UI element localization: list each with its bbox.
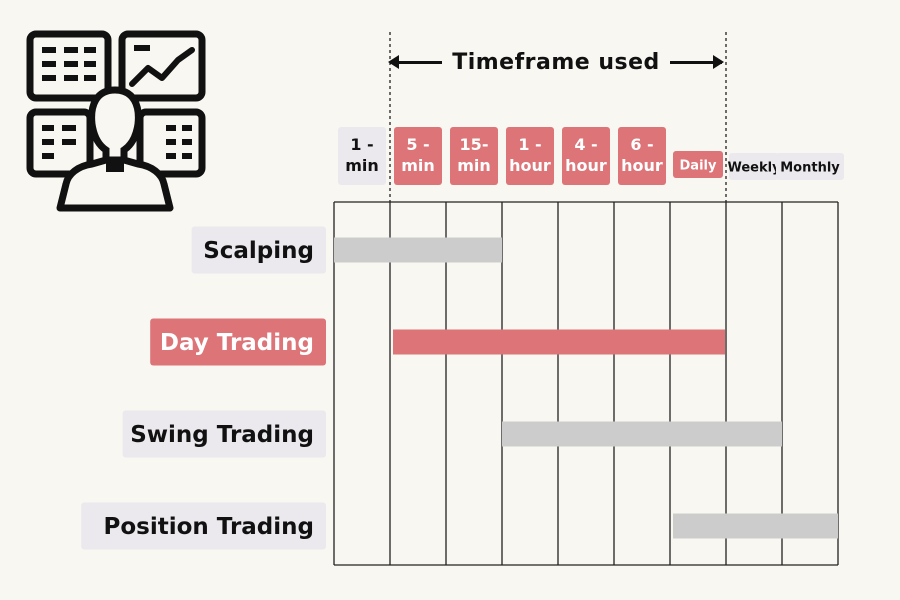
strategy-row: Day Trading: [150, 318, 725, 366]
header-bg: [729, 153, 779, 180]
strategy-row: Swing Trading: [122, 410, 782, 458]
header-label: Daily: [680, 159, 717, 174]
chart-grid: [333, 32, 839, 566]
strategy-label-bg: [191, 226, 326, 274]
header-label: Weekly: [727, 161, 781, 176]
header-label: 1 -min: [345, 135, 379, 175]
header-label: 1 -hour: [509, 135, 551, 175]
timeframe-used-label: Timeframe used: [452, 49, 660, 75]
header-bg: [394, 127, 442, 185]
header-bg: [506, 127, 554, 185]
timeframe-header: Daily: [673, 151, 723, 178]
trader-monitors-icon: [26, 30, 206, 212]
timeframe-header: 6 -hour: [618, 127, 666, 185]
strategy-label-bg: [122, 410, 326, 458]
header-bg: [562, 127, 610, 185]
strategy-label-bg: [81, 502, 326, 550]
strategy-row: Scalping: [191, 226, 502, 274]
header-label: 6 -hour: [621, 135, 663, 175]
header-bg: [338, 127, 386, 185]
arrow-right-icon: [669, 54, 725, 69]
timeframe-header: 4 -hour: [562, 127, 610, 185]
header-label: Monthly: [780, 161, 840, 176]
timeframe-header: 1 -hour: [506, 127, 554, 185]
strategy-label-bg: [150, 318, 326, 366]
header-label: 5 -min: [401, 135, 435, 175]
timeframe-header: 1 -min: [338, 127, 386, 185]
arrow-left-icon: [387, 54, 443, 69]
strategy-label: Scalping: [203, 238, 314, 264]
header-label: 15-min: [457, 135, 491, 175]
strategy-row: Position Trading: [81, 502, 838, 550]
strategy-bar: [673, 513, 838, 539]
timeframe-header: Monthly: [776, 153, 844, 180]
strategy-label: Swing Trading: [130, 422, 314, 448]
strategy-label: Position Trading: [103, 514, 314, 540]
header-label: 4 -hour: [565, 135, 607, 175]
strategy-label: Day Trading: [160, 330, 314, 356]
header-bg: [673, 151, 723, 178]
strategy-bar: [334, 237, 502, 263]
strategy-bar: [393, 329, 725, 355]
timeframe-header: 5 -min: [394, 127, 442, 185]
timeframe-header: 15-min: [450, 127, 498, 185]
header-bg: [450, 127, 498, 185]
timeframe-header: Weekly: [727, 153, 781, 180]
strategy-bar: [502, 421, 782, 447]
timeframe-used-annotation: Timeframe used: [387, 44, 725, 80]
header-bg: [618, 127, 666, 185]
header-bg: [776, 153, 844, 180]
